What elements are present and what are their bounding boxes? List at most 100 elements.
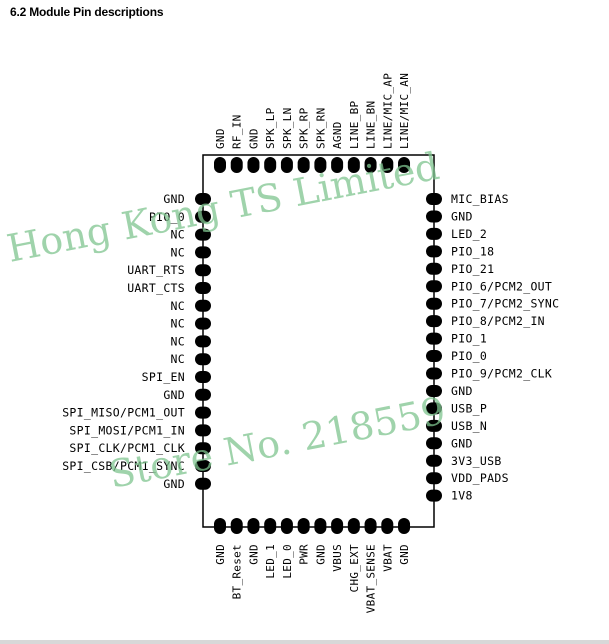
pin-label-right-pio-1: PIO_1 <box>451 332 487 346</box>
pin-bottom-7 <box>314 518 327 534</box>
pin-left-14 <box>195 424 211 437</box>
pins-layer <box>195 157 442 534</box>
pin-right-12 <box>426 384 442 397</box>
pin-label-right-pio-0: PIO_0 <box>451 349 487 363</box>
pin-left-6 <box>195 282 211 294</box>
pin-bottom-3 <box>247 518 260 534</box>
pin-left-3 <box>195 228 211 241</box>
pin-right-18 <box>426 489 442 502</box>
pin-label-left-nc: NC <box>171 245 185 259</box>
pin-top-4 <box>264 157 277 173</box>
pin-label-right-mic-bias: MIC_BIAS <box>451 192 509 206</box>
pin-label-right-3v3-usb: 3V3_USB <box>451 454 502 468</box>
pin-label-top-agnd: AGND <box>331 121 344 149</box>
pin-top-3 <box>247 157 260 173</box>
pin-label-bottom-vbat-sense: VBAT_SENSE <box>365 544 378 613</box>
pin-label-bottom-gnd: GND <box>398 544 411 565</box>
pin-label-left-spi-en: SPI_EN <box>142 370 185 384</box>
pin-label-top-spk-lp: SPK_LP <box>264 107 277 149</box>
pin-right-11 <box>426 367 442 380</box>
pin-right-5 <box>426 262 442 275</box>
pin-right-9 <box>426 332 442 345</box>
pin-bottom-6 <box>297 518 310 534</box>
pin-label-right-pio-6-pcm2-out: PIO_6/PCM2_OUT <box>451 279 552 293</box>
pin-label-right-gnd: GND <box>451 209 473 223</box>
pin-right-4 <box>426 245 442 258</box>
pin-label-bottom-gnd: GND <box>214 544 227 565</box>
pin-left-17 <box>195 477 211 490</box>
pin-label-top-spk-ln: SPK_LN <box>281 107 294 149</box>
pin-label-right-led-2: LED_2 <box>451 227 487 241</box>
pin-top-7 <box>314 157 327 173</box>
pin-right-1 <box>426 193 442 205</box>
pin-label-bottom-led-1: LED_1 <box>264 544 277 579</box>
pin-label-right-pio-8-pcm2-in: PIO_8/PCM2_IN <box>451 314 545 328</box>
pin-label-left-spi-csb-pcm1-sync: SPI_CSB/PCM1_SYNC <box>62 459 185 473</box>
pin-right-16 <box>426 454 442 467</box>
pin-left-8 <box>195 317 211 330</box>
pin-label-top-line-bp: LINE_BP <box>348 100 361 149</box>
pin-right-15 <box>426 437 442 450</box>
pin-label-bottom-vbat: VBAT <box>381 544 394 572</box>
pin-label-top-spk-rp: SPK_RP <box>298 107 311 149</box>
pin-label-left-spi-miso-pcm1-out: SPI_MISO/PCM1_OUT <box>62 406 185 420</box>
pin-label-right-pio-7-pcm2-sync: PIO_7/PCM2_SYNC <box>451 297 559 311</box>
pin-right-2 <box>426 210 442 223</box>
pin-left-2 <box>195 210 211 223</box>
pin-right-3 <box>426 227 442 240</box>
pin-bottom-11 <box>381 518 394 534</box>
pin-top-2 <box>230 157 243 173</box>
pin-label-left-gnd: GND <box>163 388 185 402</box>
pin-label-left-spi-clk-pcm1-clk: SPI_CLK/PCM1_CLK <box>69 441 185 455</box>
pin-label-bottom-gnd: GND <box>314 544 327 565</box>
pin-bottom-1 <box>214 518 226 534</box>
pin-bottom-2 <box>230 518 243 534</box>
pin-left-16 <box>195 460 211 472</box>
pin-label-left-nc: NC <box>171 299 185 313</box>
pin-top-1 <box>214 157 226 173</box>
section-heading: 6.2 Module Pin descriptions <box>10 5 164 19</box>
pin-top-11 <box>381 157 394 173</box>
pin-top-8 <box>331 157 344 173</box>
pin-bottom-8 <box>331 518 344 534</box>
pin-label-bottom-pwr: PWR <box>298 544 311 565</box>
pin-label-bottom-vbus: VBUS <box>331 544 344 572</box>
pin-label-top-spk-rn: SPK_RN <box>314 107 327 149</box>
pin-top-12 <box>398 157 411 173</box>
pin-right-7 <box>426 297 442 310</box>
pin-bottom-4 <box>264 518 277 534</box>
pin-left-10 <box>195 353 211 366</box>
pin-label-left-pio-0: PIO_0 <box>149 210 185 224</box>
pin-label-right-1v8: 1V8 <box>451 489 473 503</box>
pin-label-bottom-chg-ext: CHG_EXT <box>348 544 361 593</box>
pin-left-4 <box>195 246 211 259</box>
pin-right-10 <box>426 350 442 363</box>
pin-label-top-gnd: GND <box>214 128 227 149</box>
pin-label-right-vdd-pads: VDD_PADS <box>451 471 509 485</box>
pin-label-left-nc: NC <box>171 334 185 348</box>
pin-label-right-pio-9-pcm2-clk: PIO_9/PCM2_CLK <box>451 367 552 381</box>
pin-label-bottom-gnd: GND <box>247 544 260 565</box>
pin-right-8 <box>426 315 442 328</box>
pin-left-15 <box>195 442 211 455</box>
pin-label-bottom-bt-reset: BT_Reset <box>231 544 244 599</box>
pin-right-17 <box>426 472 442 485</box>
pin-label-top-line-mic-ap: LINE/MIC_AP <box>381 73 394 149</box>
bottom-rule <box>0 640 609 644</box>
pin-label-right-gnd: GND <box>451 436 473 450</box>
pin-bottom-12 <box>398 518 411 534</box>
pin-label-left-uart-rts: UART_RTS <box>127 263 185 277</box>
pin-label-left-nc: NC <box>171 317 185 331</box>
pin-label-top-line-mic-an: LINE/MIC_AN <box>398 73 411 149</box>
pin-left-9 <box>195 335 211 348</box>
pin-right-13 <box>426 402 442 415</box>
pin-label-right-pio-21: PIO_21 <box>451 262 494 276</box>
pin-top-10 <box>364 157 377 173</box>
pin-label-top-rf-in: RF_IN <box>231 114 244 149</box>
pin-label-right-gnd: GND <box>451 384 473 398</box>
pin-bottom-9 <box>347 518 360 534</box>
pin-right-14 <box>426 419 442 432</box>
pin-label-left-gnd: GND <box>163 477 185 491</box>
pin-bottom-10 <box>364 518 377 534</box>
